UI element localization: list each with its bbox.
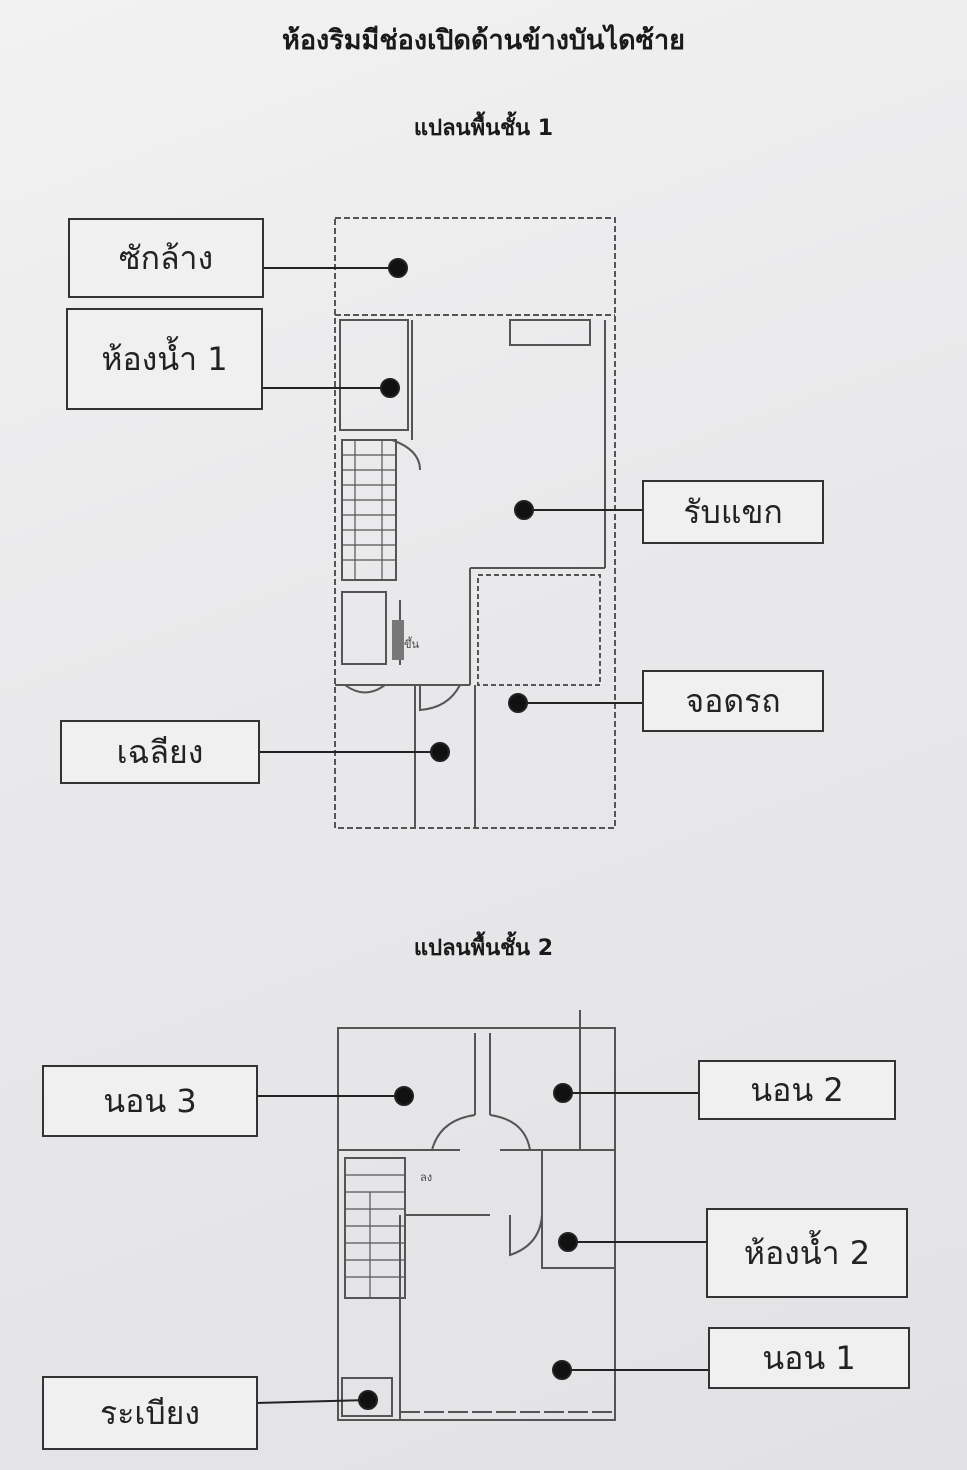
dot-bedroom-2 xyxy=(553,1083,573,1103)
plan-1-title: แปลนพื้นชั้น 1 xyxy=(413,116,554,141)
dot-living xyxy=(514,500,534,520)
label-parking: จอดรถ xyxy=(642,670,824,732)
stair-down-note: ลง xyxy=(420,1171,432,1184)
label-laundry: ซักล้าง xyxy=(68,218,264,298)
floor-1-plan xyxy=(334,217,616,829)
label-bedroom-1: นอน 1 xyxy=(708,1327,910,1389)
label-bathroom-2: ห้องน้ำ 2 xyxy=(706,1208,908,1298)
label-bedroom-3: นอน 3 xyxy=(42,1065,258,1137)
label-bedroom-2: นอน 2 xyxy=(698,1060,896,1120)
dot-bathroom-1 xyxy=(380,378,400,398)
dot-bathroom-2 xyxy=(558,1232,578,1252)
dot-parking xyxy=(508,693,528,713)
label-living-room: รับแขก xyxy=(642,480,824,544)
plan-2-title: แปลนพื้นชั้น 2 xyxy=(413,936,554,961)
dot-bedroom-1 xyxy=(552,1360,572,1380)
dot-balcony xyxy=(358,1390,378,1410)
label-terrace: เฉลียง xyxy=(60,720,260,784)
stair-up-note: ขึ้น xyxy=(404,636,420,651)
page-title: ห้องริมมีช่องเปิดด้านข้างบันไดซ้าย xyxy=(282,25,685,56)
dot-terrace xyxy=(430,742,450,762)
leader-lines xyxy=(255,258,708,1410)
dot-bedroom-3 xyxy=(394,1086,414,1106)
label-balcony: ระเบียง xyxy=(42,1376,258,1450)
floor-2-plan xyxy=(337,1010,616,1421)
dot-laundry xyxy=(388,258,408,278)
label-bathroom-1: ห้องน้ำ 1 xyxy=(66,308,263,410)
